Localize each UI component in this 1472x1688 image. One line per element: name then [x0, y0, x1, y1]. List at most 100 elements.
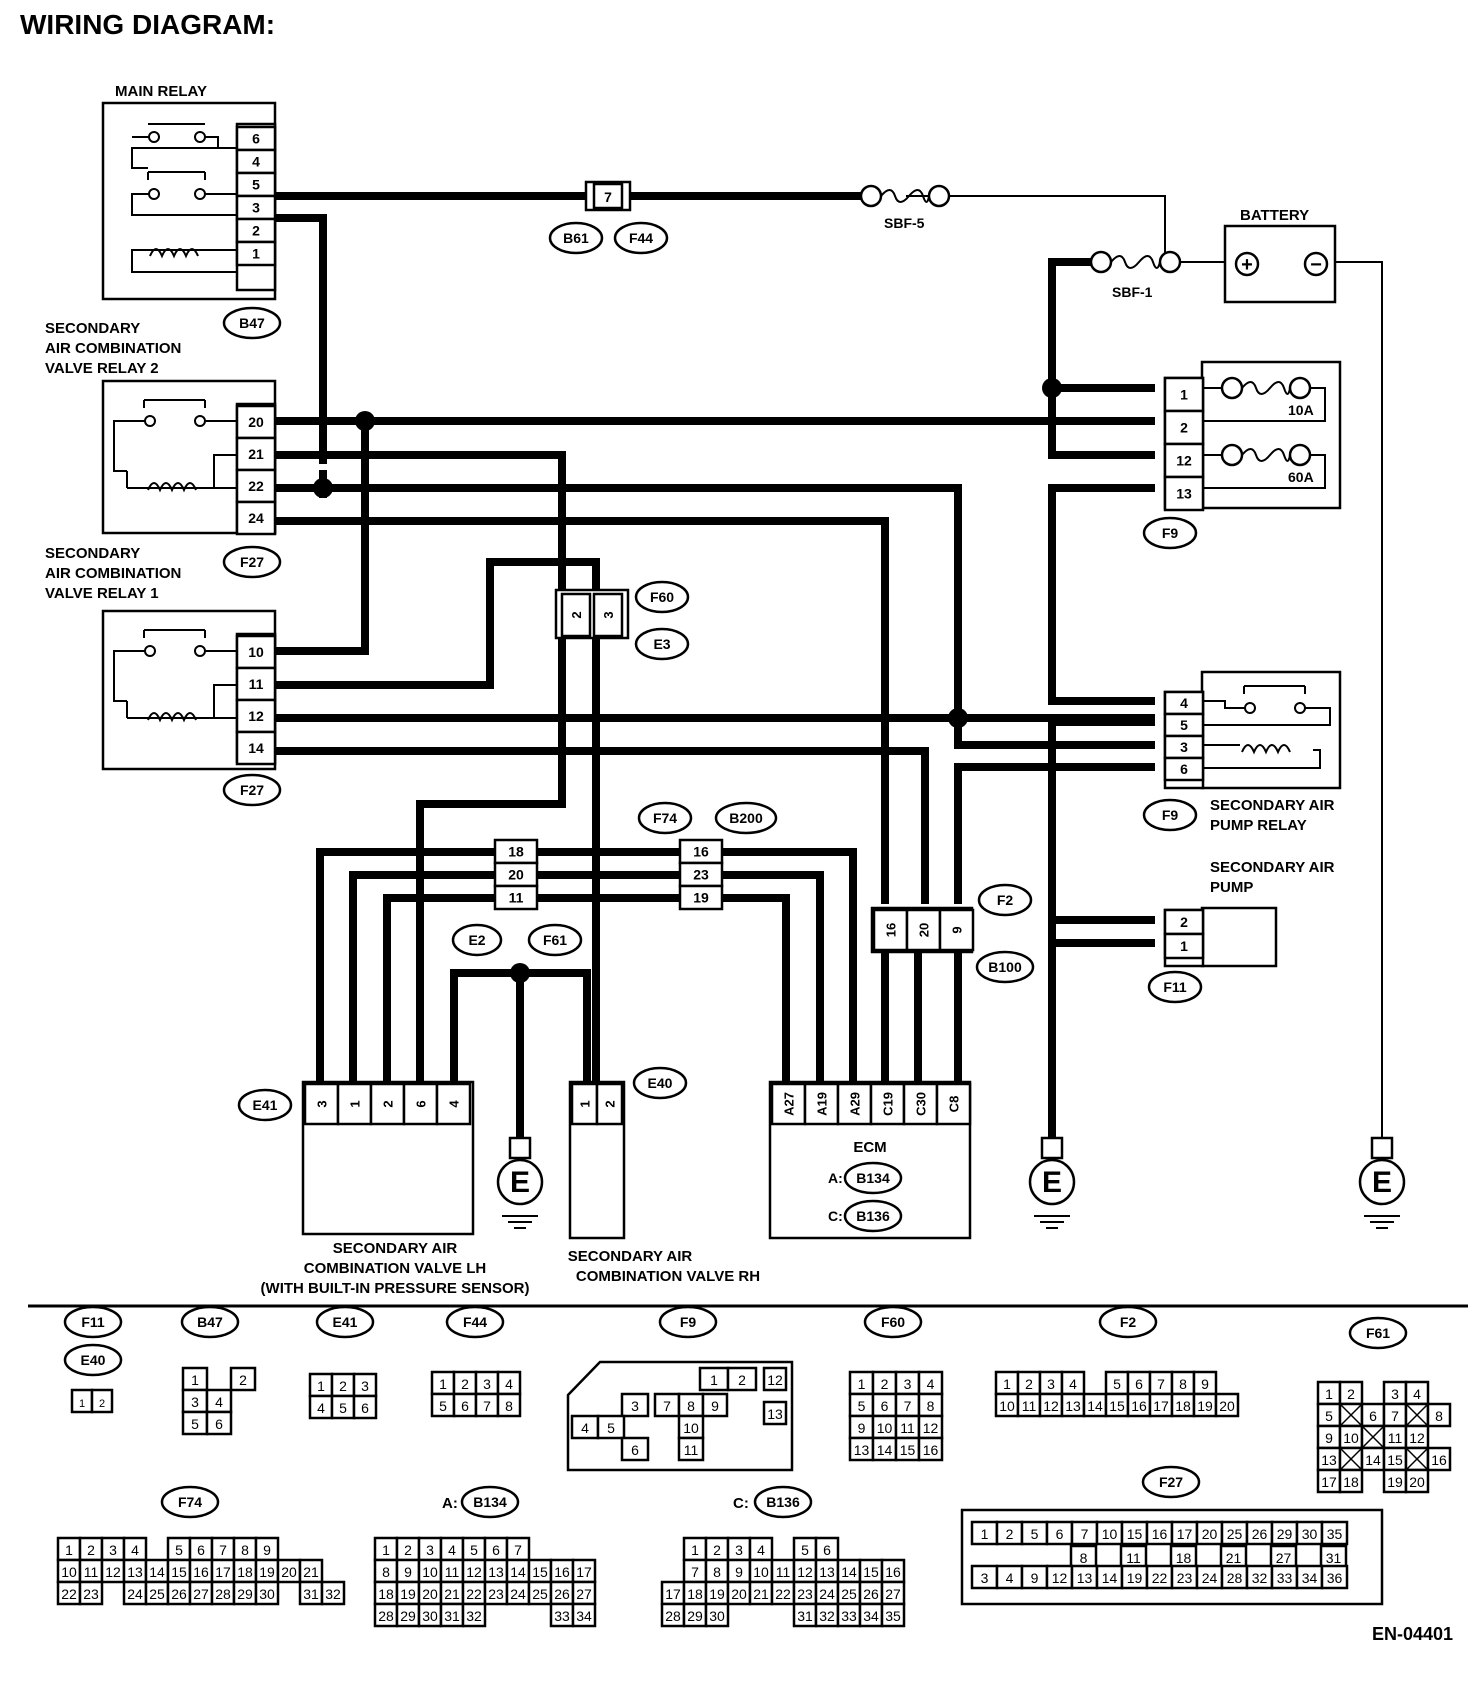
pin-number: 7 — [1081, 1526, 1089, 1542]
pin-number: 26 — [554, 1586, 570, 1602]
b47-connector-tag — [222, 306, 282, 340]
pin-number: 9 — [711, 1398, 719, 1414]
connector-tag: F27 — [1159, 1474, 1183, 1490]
inline-mid-pin-label: 23 — [693, 867, 709, 883]
pin-number: 4 — [581, 1420, 589, 1436]
pin-number: 16 — [1431, 1452, 1447, 1468]
pin-number: 17 — [1153, 1398, 1169, 1414]
pin-number: 3 — [1391, 1386, 1399, 1402]
connector-tag: E40 — [81, 1352, 106, 1368]
sbf-1-fuse: SBF-1 — [1089, 250, 1225, 300]
pin-number: 14 — [841, 1564, 857, 1580]
pin-number: 17 — [576, 1564, 592, 1580]
pin-number: 22 — [466, 1586, 482, 1602]
svg-text:F9: F9 — [1162, 525, 1179, 541]
svg-text:E40: E40 — [648, 1075, 673, 1091]
connector-tag: F9 — [680, 1314, 697, 1330]
pin-number: 26 — [171, 1586, 187, 1602]
e41-pin — [402, 1082, 439, 1126]
pump-pin — [1163, 932, 1205, 960]
pin-number: 6 — [361, 1400, 369, 1416]
pin-number: 18 — [1176, 1550, 1192, 1566]
pin-number: 20 — [1202, 1526, 1218, 1542]
pin-number: 33 — [1277, 1570, 1293, 1586]
svg-text:F27: F27 — [240, 782, 264, 798]
pin-number: 4 — [927, 1376, 935, 1392]
pin-number: 11 — [84, 1564, 99, 1580]
svg-text:C:: C: — [828, 1208, 843, 1224]
f9-pin — [1163, 475, 1205, 512]
pin-number: 6 — [197, 1542, 205, 1558]
relay1-pin — [235, 634, 277, 670]
pin-number: 12 — [923, 1420, 939, 1436]
pin-number: 17 — [1177, 1526, 1193, 1542]
pin-number: 7 — [514, 1542, 522, 1558]
relay-2: SECONDARY AIR COMBINATION VALVE RELAY 2 … — [45, 320, 282, 579]
pin-number: 7 — [219, 1542, 227, 1558]
pin-number: 34 — [576, 1608, 592, 1624]
ground-label: E — [510, 1166, 530, 1199]
connector-tag: F74 — [178, 1494, 202, 1510]
pin-number: 30 — [709, 1608, 725, 1624]
relay1-pin-label: 14 — [248, 740, 264, 756]
pin-number: 2 — [1006, 1526, 1014, 1542]
pin-number: 5 — [1031, 1526, 1039, 1542]
pin-number: 25 — [841, 1586, 857, 1602]
e41-pin-label: 3 — [315, 1100, 330, 1107]
pin-number: 5 — [175, 1542, 183, 1558]
svg-text:F2: F2 — [997, 892, 1014, 908]
pin-number: 12 — [1052, 1570, 1068, 1586]
main-relay-pin-label: 2 — [252, 223, 260, 239]
inline-left-pin-label: 18 — [508, 844, 524, 860]
pin-number: 30 — [1302, 1526, 1318, 1542]
relay1-pin-label: 12 — [248, 708, 264, 724]
svg-text:ECM: ECM — [853, 1139, 886, 1156]
pin-number: 26 — [863, 1586, 879, 1602]
pin-number: 7 — [904, 1398, 912, 1414]
pin-number: 25 — [149, 1586, 165, 1602]
pin-number: 19 — [1127, 1570, 1143, 1586]
pin-number: 12 — [767, 1372, 783, 1388]
pin-number: 24 — [819, 1586, 835, 1602]
pin-number: 29 — [400, 1608, 416, 1624]
pin-number: 19 — [709, 1586, 725, 1602]
pin-number: 31 — [1326, 1550, 1342, 1566]
connector-tag: F61 — [1366, 1325, 1390, 1341]
pin-number: 22 — [775, 1586, 791, 1602]
pin-number: 5 — [1113, 1376, 1121, 1392]
wires — [275, 192, 1383, 1140]
pin-number: 2 — [404, 1542, 412, 1558]
pin-number: 4 — [1413, 1386, 1421, 1402]
pin-number: 7 — [1157, 1376, 1165, 1392]
ecm-pin — [803, 1082, 840, 1126]
pin-number: 3 — [981, 1570, 989, 1586]
svg-text:F9: F9 — [1162, 807, 1179, 823]
pin-number: 15 — [1387, 1452, 1403, 1468]
main-relay-pin-label: 1 — [252, 246, 260, 262]
e40-pin-label: 2 — [603, 1100, 618, 1107]
connector-tag: F44 — [463, 1314, 487, 1330]
pin-number: 2 — [713, 1542, 721, 1558]
pin-number: 29 — [687, 1608, 703, 1624]
pin-number: 3 — [109, 1542, 117, 1558]
pin-number: 24 — [510, 1586, 526, 1602]
pin-number: 6 — [492, 1542, 500, 1558]
pin-number: 9 — [735, 1564, 743, 1580]
svg-text:B134: B134 — [856, 1170, 890, 1186]
pin-number: 31 — [303, 1586, 319, 1602]
svg-text:COMBINATION VALVE RH: COMBINATION VALVE RH — [576, 1268, 760, 1285]
main-relay-pin-label: 6 — [252, 131, 260, 147]
pin-number: 20 — [1409, 1474, 1425, 1490]
pin-number: 8 — [505, 1398, 513, 1414]
diagram-title: WIRING DIAGRAM: — [20, 9, 275, 40]
svg-text:2: 2 — [569, 611, 584, 618]
svg-text:F11: F11 — [1163, 979, 1187, 995]
pin-number: 8 — [687, 1398, 695, 1414]
pin-number: 4 — [317, 1400, 325, 1416]
inline-mid-pin — [678, 884, 724, 911]
svg-text:−: − — [1310, 254, 1322, 276]
b136-prefix: C: — [733, 1495, 749, 1512]
main-relay-label: MAIN RELAY — [115, 83, 207, 100]
pin-number: 10 — [1343, 1430, 1359, 1446]
pin-number: 5 — [191, 1416, 199, 1432]
